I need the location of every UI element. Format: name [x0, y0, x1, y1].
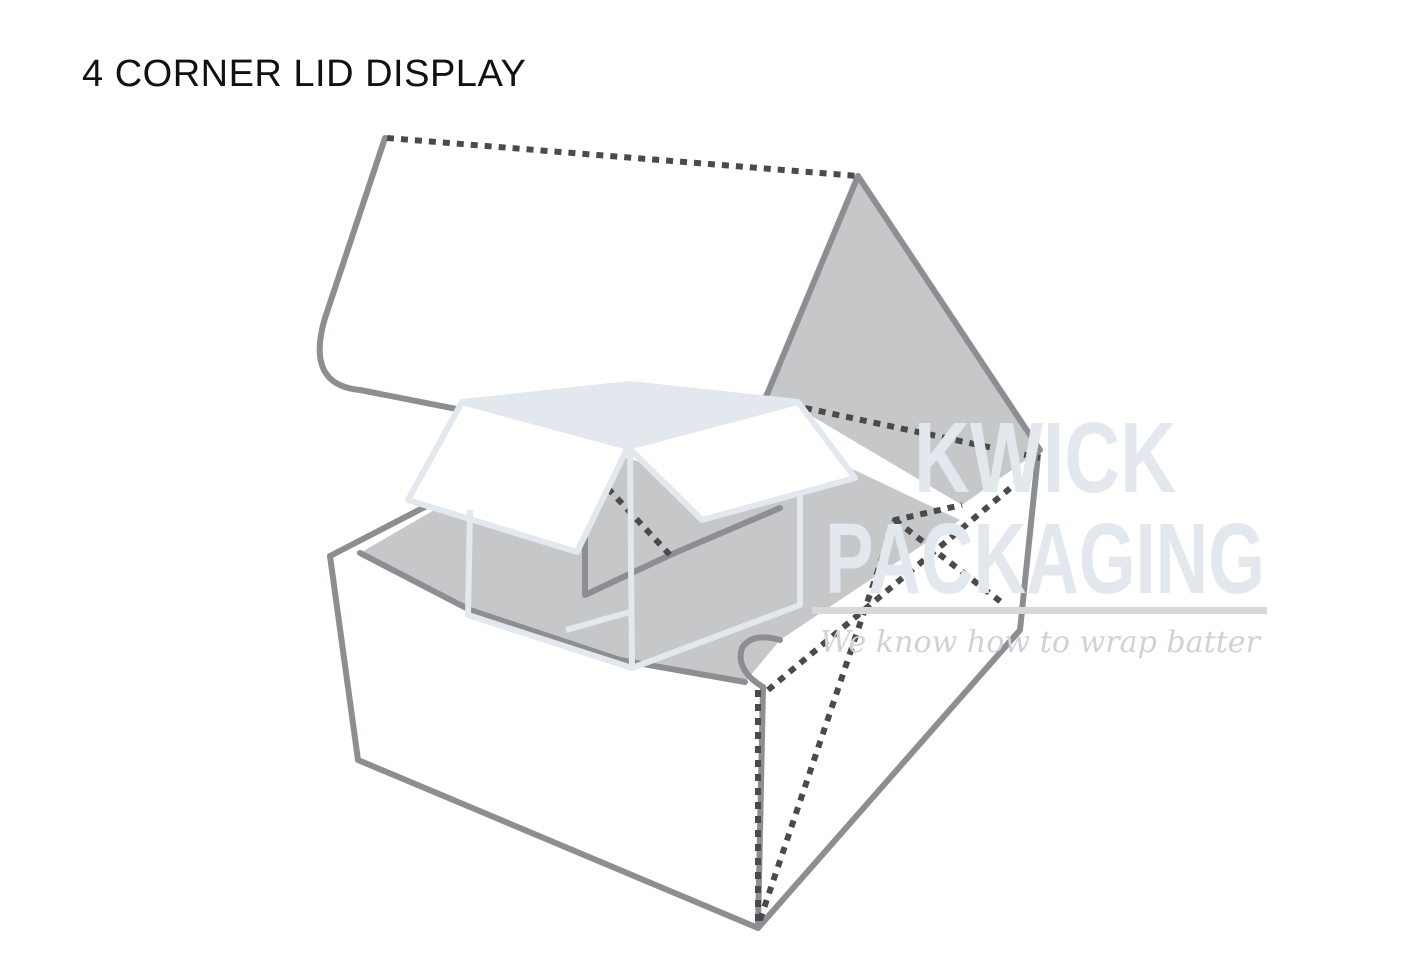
page-title: 4 CORNER LID DISPLAY — [82, 53, 527, 95]
side-diagonal-fold-c — [893, 517, 1007, 608]
right-gusset-panel — [765, 176, 1040, 505]
watermark-tagline: We know how to wrap batter — [820, 625, 1262, 660]
watermark-underline — [812, 607, 1267, 614]
watermark-line1: KWICK — [914, 402, 1176, 514]
corner-notch — [737, 634, 783, 690]
lid-top-fold — [386, 135, 859, 179]
gusset-edge — [855, 173, 1043, 453]
open-box-logo-icon — [405, 381, 858, 671]
gusset-fold — [804, 405, 1041, 461]
watermark: KWICK PACKAGING We know how to wrap batt… — [812, 402, 1267, 660]
watermark-line2: PACKAGING — [825, 503, 1265, 615]
tray-inner-edge — [357, 550, 748, 685]
side-panel — [755, 452, 1041, 931]
